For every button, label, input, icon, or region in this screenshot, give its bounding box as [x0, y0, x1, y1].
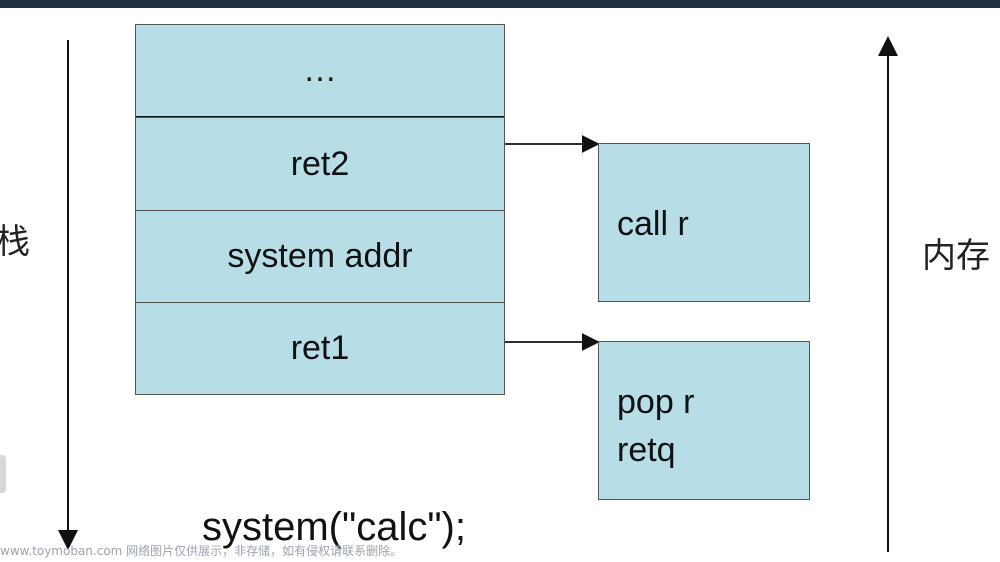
pop-gadget-box: pop r retq [598, 341, 810, 500]
stack-cell-ret1: ret1 [135, 302, 505, 395]
gadget-line: pop r [617, 383, 695, 421]
system-call-text: system("calc"); [202, 505, 466, 549]
stack-label: 栈 [0, 222, 30, 262]
stack-cell-ret2: ret2 [135, 117, 505, 211]
gadget-line: retq [617, 431, 676, 469]
watermark: www.toymoban.com 网络图片仅供展示，非存储，如有侵权请联系删除。 [0, 544, 403, 558]
stack-cell-label: ret2 [290, 144, 350, 183]
top-bar [0, 0, 1000, 8]
call-gadget-box: call r [598, 143, 810, 302]
gadget-line: call r [617, 205, 689, 243]
stack-cell-label: system addr [227, 237, 413, 275]
memory-label: 内存 [922, 236, 990, 276]
left-edge-shadow [0, 455, 6, 493]
stack-cell-label: ret1 [290, 329, 350, 367]
stack-cell-ellipsis: … [135, 24, 505, 118]
stack-cell-label: … [303, 51, 337, 89]
stack-cell-system-addr: system addr [135, 210, 505, 303]
